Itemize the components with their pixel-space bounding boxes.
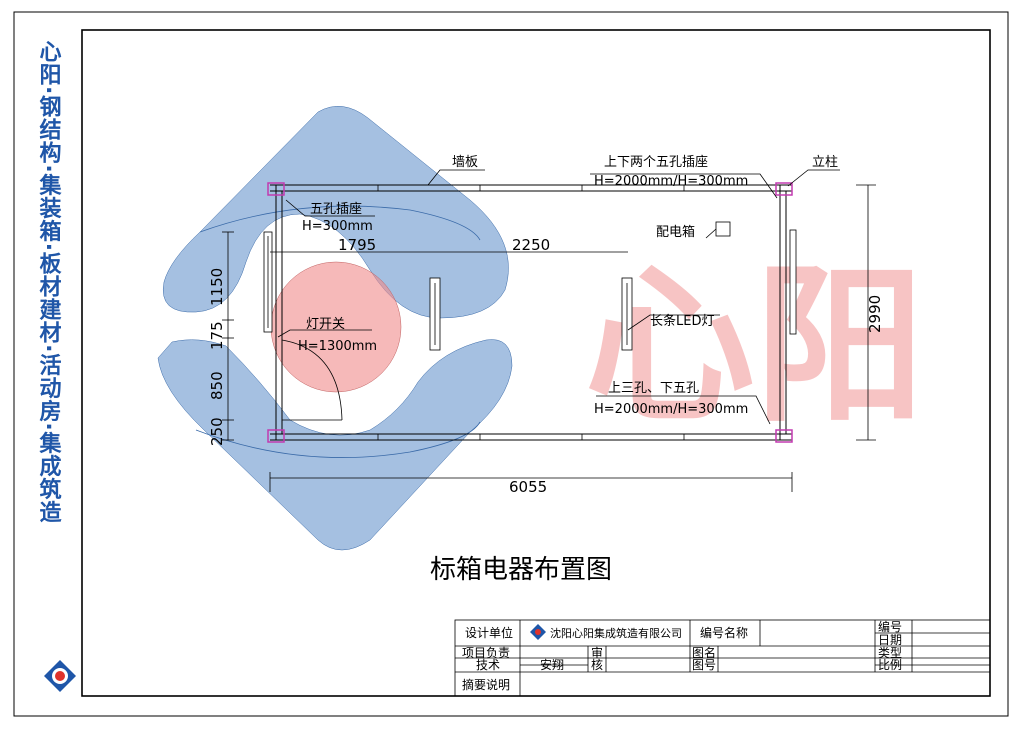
dim-2990: 2990: [866, 295, 884, 333]
tb-project-lead-label: 项目负责: [462, 646, 510, 660]
column-top-left: [267, 182, 285, 196]
overlay-arc-top: [199, 205, 481, 241]
dim-2250: 2250: [512, 236, 550, 254]
label-outlet-combo-height: H=2000mm/H=300mm: [594, 402, 748, 417]
dim-850: 850: [208, 371, 226, 400]
label-outlet-combo-title: 上三孔、下五孔: [608, 381, 699, 396]
label-wall-panel: 墙板: [452, 155, 478, 170]
company-logo-icon: [530, 624, 546, 640]
tb-review-label-1: 审: [591, 645, 603, 660]
column-top-right: [775, 182, 793, 196]
led-light-fixture-end: [789, 229, 797, 335]
dim-1795: 1795: [338, 236, 376, 254]
distribution-box-icon: [715, 221, 731, 237]
tb-summary-label: 摘要说明: [462, 677, 510, 692]
dim-6055: 6055: [509, 478, 547, 496]
door-swing-arc: [281, 339, 343, 421]
label-column: 立柱: [812, 155, 838, 170]
overlay-blue-upper: [162, 106, 509, 319]
label-light-switch-height: H=1300mm: [298, 339, 377, 354]
overlay-arc-bottom: [195, 421, 481, 458]
leader-lines: [277, 169, 840, 425]
label-led-strip: 长条LED灯: [650, 313, 714, 329]
brand-vertical-text: 心阳·钢结构·集装箱·板材建材·活动房·集成筑造: [36, 40, 63, 524]
tb-company: 沈阳心阳集成筑造有限公司: [550, 626, 682, 640]
tb-type-label: 类型: [878, 646, 902, 660]
tb-date-label: 日期: [878, 633, 902, 647]
dimension-lines: [222, 184, 876, 492]
tb-review-label-2: 核: [591, 658, 603, 672]
dim-250: 250: [208, 417, 226, 446]
label-light-switch-title: 灯开关: [306, 317, 345, 332]
dim-1150: 1150: [208, 268, 226, 306]
tb-technical-value: 安翔: [540, 657, 564, 672]
tb-technical-label: 技术: [476, 658, 500, 672]
tb-drawing-name-label: 图名: [692, 645, 716, 660]
tb-code-name-label: 编号名称: [700, 625, 748, 640]
label-outlet-five-title: 五孔插座: [310, 202, 362, 217]
label-outlet-pair-height: H=2000mm/H=300mm: [594, 174, 748, 189]
label-outlet-five-height: H=300mm: [302, 219, 373, 234]
tb-design-unit-label: 设计单位: [465, 625, 513, 640]
overlay-shapes: [157, 106, 513, 551]
drawing-title: 标箱电器布置图: [430, 555, 612, 585]
tb-scale-label: 比例: [878, 658, 902, 672]
dim-175: 175: [208, 321, 226, 350]
column-bottom-left: [267, 429, 285, 443]
label-outlet-pair-title: 上下两个五孔插座: [604, 155, 708, 170]
container-plan: [270, 184, 792, 441]
outer-border: [13, 11, 1009, 717]
brand-strip: 心阳·钢结构·集装箱·板材建材·活动房·集成筑造: [36, 40, 76, 692]
tb-drawing-number-label: 图号: [692, 658, 716, 672]
overlay-blue-lower: [157, 339, 513, 551]
corner-columns: [267, 182, 793, 443]
title-block: [454, 619, 991, 697]
column-bottom-right: [775, 429, 793, 443]
tb-number-label: 编号: [878, 619, 902, 634]
brand-logo-icon: [44, 660, 76, 692]
label-distribution-box: 配电箱: [656, 224, 695, 240]
